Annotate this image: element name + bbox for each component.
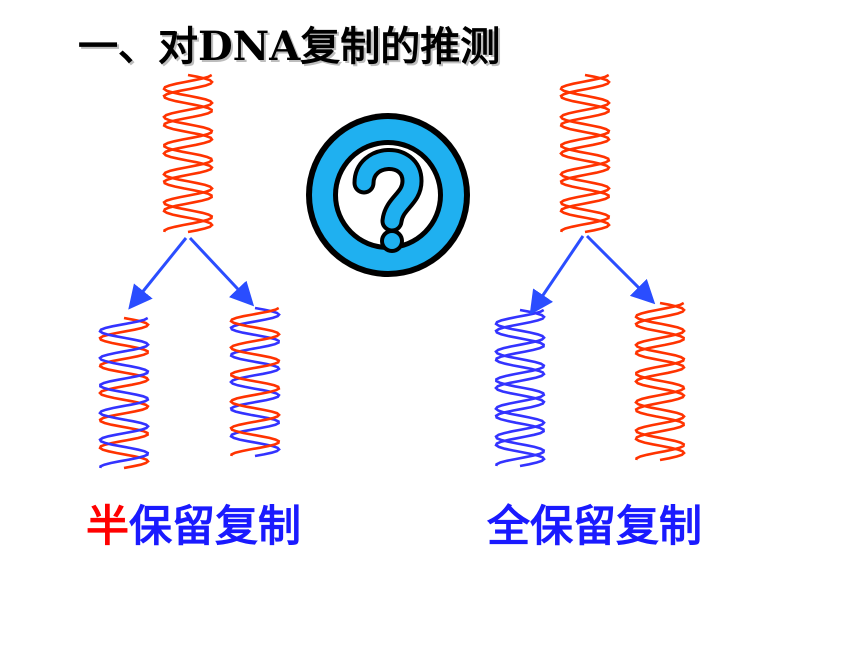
semi-arrow-1 xyxy=(128,237,188,310)
full-daughter-helix-1 xyxy=(494,308,546,468)
parental-strand xyxy=(98,316,150,470)
semi-parent-helix xyxy=(162,73,214,234)
full-parent-helix xyxy=(559,73,611,234)
parental-strand xyxy=(559,73,611,234)
parental-strand xyxy=(162,73,214,234)
new-strand xyxy=(229,306,281,458)
page-title: 一、对DNA复制的推测 xyxy=(78,23,501,70)
parental-strand xyxy=(634,301,686,461)
new-strand xyxy=(98,316,150,469)
semi-conservative-label: 半保留复制 xyxy=(86,492,301,554)
full-label-text: 全保留复制 xyxy=(487,502,702,552)
parental-strand xyxy=(559,73,611,233)
parental-strand xyxy=(229,306,281,457)
full-arrow-1 xyxy=(529,235,585,315)
new-strand xyxy=(494,308,546,468)
question-mark-icon xyxy=(306,113,470,277)
semi-label-text: 保留复制 xyxy=(129,502,301,552)
full-daughter-helix-2 xyxy=(634,301,686,462)
full-arrow-2 xyxy=(585,234,656,305)
parental-strand xyxy=(634,301,686,462)
new-strand xyxy=(494,308,546,467)
conservative-label: 全保留复制 xyxy=(487,492,702,554)
semi-daughter-helix-1 xyxy=(98,316,150,470)
parental-strand xyxy=(162,73,214,233)
semi-daughter-helix-2 xyxy=(229,306,281,458)
semi-label-highlight: 半 xyxy=(86,502,129,552)
semi-arrow-2 xyxy=(188,236,255,307)
